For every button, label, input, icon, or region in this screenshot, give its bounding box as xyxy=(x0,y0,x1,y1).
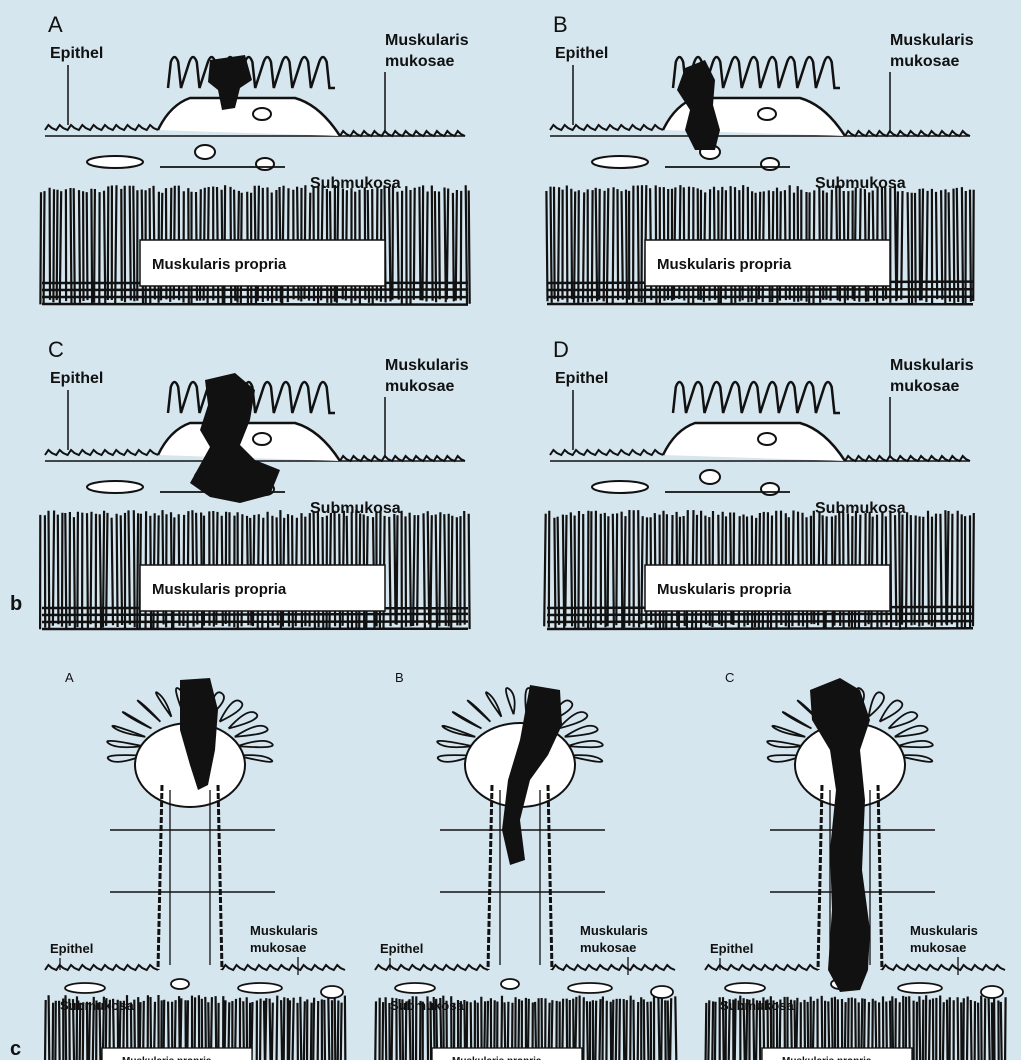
villus-outline xyxy=(168,57,335,88)
muscularis-mucosae-label: Muskularis xyxy=(910,923,978,938)
panel-letter: C xyxy=(725,670,734,685)
adenoma-base xyxy=(158,98,340,136)
epithelium-left xyxy=(375,965,488,970)
panel-b-a: A Muskularis propria Epithel Muskularis muko… xyxy=(40,12,469,305)
epithelium-right xyxy=(882,965,1005,970)
epithel-label: Epithel xyxy=(50,370,103,387)
panel-letter: D xyxy=(553,337,569,362)
muscularis-propria-label: Muskularis propria xyxy=(452,1056,542,1060)
epithel-label: Epithel xyxy=(380,941,423,956)
submucosa-vessel xyxy=(195,145,215,159)
submucosa-vessel xyxy=(592,481,648,493)
muscularis-mucosae-label: mukosae xyxy=(890,53,959,70)
epithel-label: Epithel xyxy=(50,45,103,62)
panel-b-b: B Muskularis propria Epithel Muskularis muko… xyxy=(546,12,973,305)
invasive-carcinoma xyxy=(810,678,870,992)
muscularis-propria-label: Muskularis propria xyxy=(782,1056,872,1060)
gland-cross-section xyxy=(253,433,271,445)
panel-c-b: B Muskularis propria Epithel Muskularis muko… xyxy=(375,670,677,1060)
muscularis-mucosae-label: Muskularis xyxy=(250,923,318,938)
submucosa-label: Submukosa xyxy=(60,998,134,1013)
panel-letter: C xyxy=(48,337,64,362)
gland-cross-section xyxy=(758,433,776,445)
submucosa-label: Submukosa xyxy=(310,175,401,192)
epithel-label: Epithel xyxy=(50,941,93,956)
submucosa-vessel xyxy=(65,983,105,993)
submucosa-label: Submukosa xyxy=(815,500,906,517)
row-label-c: c xyxy=(10,1038,21,1060)
muscularis-propria-label: Muskularis propria xyxy=(122,1056,212,1060)
submucosa-label: Submukosa xyxy=(720,998,794,1013)
submucosa-vessel xyxy=(725,983,765,993)
muscularis-mucosae-label: mukosae xyxy=(250,940,306,955)
submucosa-label: Submukosa xyxy=(310,500,401,517)
muscularis-propria-label: Muskularis propria xyxy=(657,581,792,598)
submucosa-vessel xyxy=(87,481,143,493)
muscularis-mucosae-label: Muskularis xyxy=(580,923,648,938)
epithelium-right xyxy=(222,965,345,970)
panel-letter: A xyxy=(65,670,74,685)
epithelium-left xyxy=(550,450,663,455)
muscularis-mucosae-label: Muskularis xyxy=(385,32,469,49)
epithel-label: Epithel xyxy=(555,370,608,387)
submucosa-vessel xyxy=(171,979,189,989)
muscularis-propria-label: Muskularis propria xyxy=(657,256,792,273)
panel-c-c: C Muskularis propria Epithel Muskularis muko… xyxy=(705,670,1006,1060)
muscularis-mucosae-label: mukosae xyxy=(385,378,454,395)
submucosa-vessel xyxy=(321,986,343,998)
submucosa-vessel xyxy=(761,158,779,170)
panel-letter: B xyxy=(553,12,568,37)
submucosa-vessel xyxy=(898,983,942,993)
submucosa-vessel xyxy=(395,983,435,993)
muscularis-mucosae-label: mukosae xyxy=(910,940,966,955)
panel-b-c: C Muskularis propria Epithel Muskularis muko… xyxy=(40,337,470,630)
panel-c-a: A Muskularis propria Epithel Muskularis muko… xyxy=(45,670,346,1060)
gland-cross-section xyxy=(253,108,271,120)
epithelium-left xyxy=(45,965,158,970)
villus-outline xyxy=(673,382,840,413)
epithelium-left xyxy=(705,965,818,970)
submucosa-vessel xyxy=(761,483,779,495)
muscularis-mucosae-label: Muskularis xyxy=(385,357,469,374)
panel-b-d: D Muskularis propria Epithel Muskularis muko… xyxy=(544,337,974,630)
submucosa-vessel xyxy=(501,979,519,989)
muscularis-mucosae-label: Muskularis xyxy=(890,32,974,49)
muscularis-mucosae-label: mukosae xyxy=(385,53,454,70)
submucosa-vessel xyxy=(568,983,612,993)
epithelium-right xyxy=(552,965,675,970)
submucosa-vessel xyxy=(87,156,143,168)
row-label-b: b xyxy=(10,593,22,615)
muscularis-propria-label: Muskularis propria xyxy=(152,581,287,598)
muscularis-propria-label: Muskularis propria xyxy=(152,256,287,273)
muscularis-mucosae-label: Muskularis xyxy=(890,357,974,374)
panel-letter: A xyxy=(48,12,63,37)
gland-cross-section xyxy=(758,108,776,120)
submucosa-vessel xyxy=(981,986,1003,998)
epithel-label: Epithel xyxy=(710,941,753,956)
panel-letter: B xyxy=(395,670,404,685)
muscularis-mucosae-label: mukosae xyxy=(580,940,636,955)
muscularis-mucosae-label: mukosae xyxy=(890,378,959,395)
adenoma-base xyxy=(663,423,845,461)
epithelium-left xyxy=(550,125,663,130)
epithelium-left xyxy=(45,450,158,455)
epithel-label: Epithel xyxy=(555,45,608,62)
submucosa-vessel xyxy=(700,470,720,484)
submucosa-vessel xyxy=(238,983,282,993)
submucosa-label: Submukosa xyxy=(815,175,906,192)
submucosa-label: Submukosa xyxy=(390,998,464,1013)
epithelium-left xyxy=(45,125,158,130)
submucosa-vessel xyxy=(651,986,673,998)
polyp-stalk-inner xyxy=(170,790,210,965)
polyp-stalk xyxy=(158,785,222,970)
submucosa-vessel xyxy=(592,156,648,168)
submucosa-vessel xyxy=(256,158,274,170)
